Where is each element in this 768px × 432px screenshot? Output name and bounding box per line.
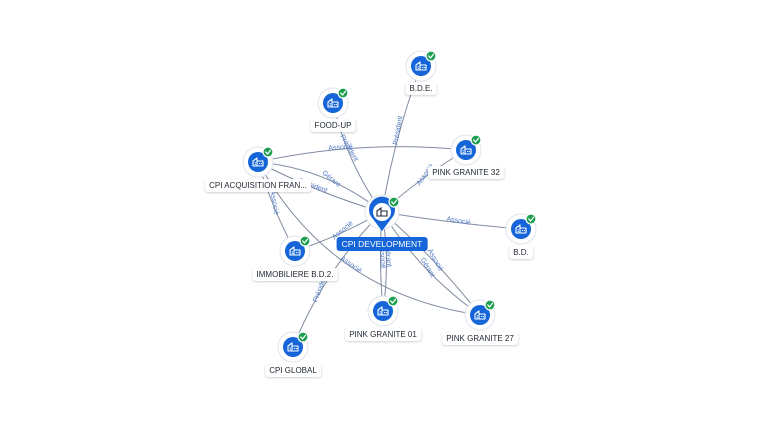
company-label[interactable]: PINK GRANITE 01 <box>345 328 421 341</box>
edge-role-label: Gérant <box>383 245 392 267</box>
relationship-edge <box>257 161 481 316</box>
building-icon <box>515 224 527 234</box>
verified-check-icon <box>425 50 437 62</box>
edge-role-label: Associé <box>268 190 279 215</box>
center-company-node[interactable] <box>364 194 400 231</box>
company-node[interactable] <box>405 50 437 82</box>
verified-check-icon <box>299 235 311 247</box>
verified-check-icon <box>387 295 399 307</box>
verified-check-icon <box>484 299 496 311</box>
company-label[interactable]: CPI ACQUISITION FRAN... <box>205 179 311 192</box>
building-icon <box>252 157 264 167</box>
building-icon <box>289 246 301 256</box>
company-node[interactable] <box>277 331 309 363</box>
company-node[interactable] <box>367 295 399 327</box>
company-label[interactable]: PINK GRANITE 32 <box>428 166 504 179</box>
company-node[interactable] <box>279 235 311 267</box>
building-icon <box>377 306 389 316</box>
verified-check-icon <box>262 146 274 158</box>
company-label[interactable]: CPI GLOBAL <box>265 364 321 377</box>
company-label[interactable]: IMMOBILIERE B.D.2. <box>252 268 338 281</box>
building-icon <box>376 206 388 217</box>
company-node[interactable] <box>242 146 274 178</box>
company-node[interactable] <box>450 134 482 166</box>
verified-check-icon <box>337 87 349 99</box>
verified-check-icon <box>388 196 400 208</box>
relationship-edge <box>257 146 467 163</box>
company-node[interactable] <box>317 87 349 119</box>
edge-role-label: Associé <box>446 216 471 227</box>
verified-check-icon <box>470 134 482 146</box>
edge-role-label: Associé <box>339 255 363 275</box>
edge-role-label: Associé <box>328 143 353 152</box>
company-label[interactable]: B.D. <box>509 246 533 259</box>
building-icon <box>415 61 427 71</box>
building-icon <box>287 342 299 352</box>
building-icon <box>474 310 486 320</box>
company-node[interactable] <box>505 213 537 245</box>
center-company-label[interactable]: CPI DEVELOPMENT <box>336 237 428 251</box>
company-label[interactable]: PINK GRANITE 27 <box>442 332 518 345</box>
verified-check-icon <box>297 331 309 343</box>
edge-role-label: Associé <box>377 244 386 269</box>
company-node[interactable] <box>464 299 496 331</box>
building-icon <box>327 98 339 108</box>
building-icon <box>460 145 472 155</box>
verified-check-icon <box>525 213 537 225</box>
company-label[interactable]: FOOD-UP <box>310 119 356 132</box>
edge-role-label: Président <box>392 115 404 145</box>
company-label[interactable]: B.D.E. <box>405 82 437 95</box>
